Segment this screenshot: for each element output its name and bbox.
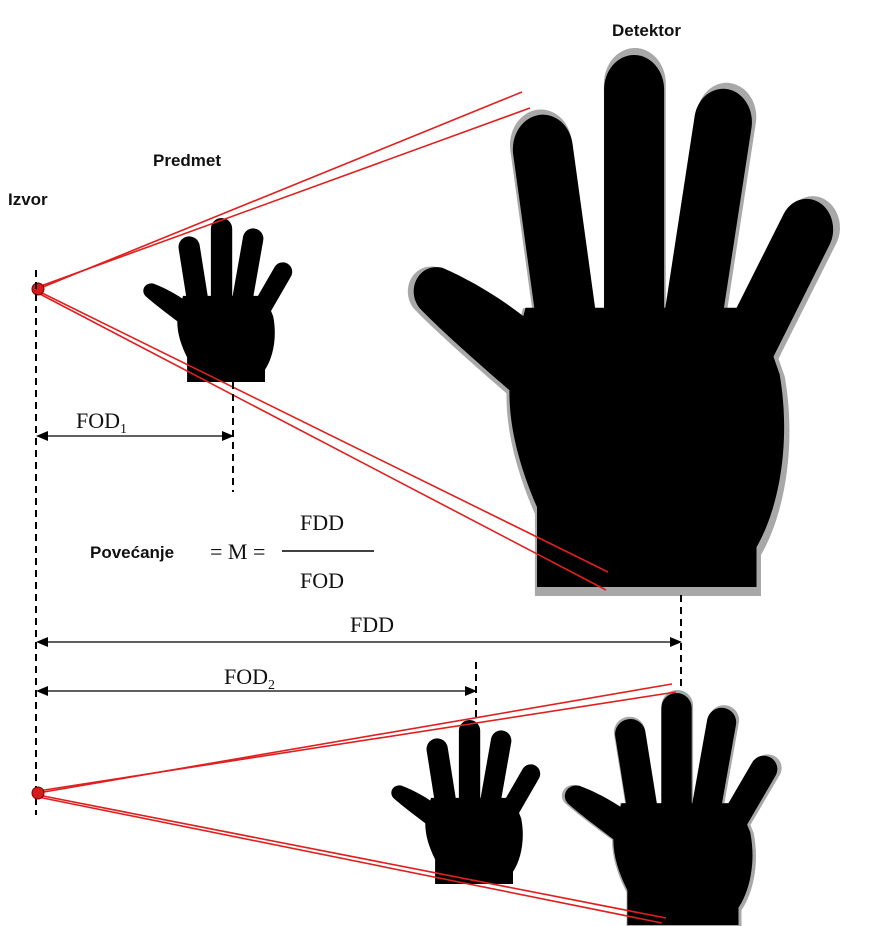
formula-equals: = M = [210,539,265,564]
fod1-label: FOD1 [76,408,127,437]
source-label: Izvor [8,190,48,209]
fod2-arrow [36,686,477,696]
magnification-word: Povećanje [90,543,174,562]
object-label: Predmet [153,151,221,170]
fdd-label: FDD [350,612,394,637]
bottom-rays [37,683,677,924]
formula-denominator: FOD [300,568,344,593]
source-point-bottom [31,786,45,800]
detector-label: Detektor [612,21,681,40]
source-point-top [31,282,45,296]
fdd-arrow [36,637,682,647]
top-rays [37,91,609,591]
formula-numerator: FDD [300,510,344,535]
object-hand-bottom [391,720,544,884]
fod2-label: FOD2 [224,664,275,693]
object-hand [143,218,296,382]
fod1-arrow [36,431,234,441]
